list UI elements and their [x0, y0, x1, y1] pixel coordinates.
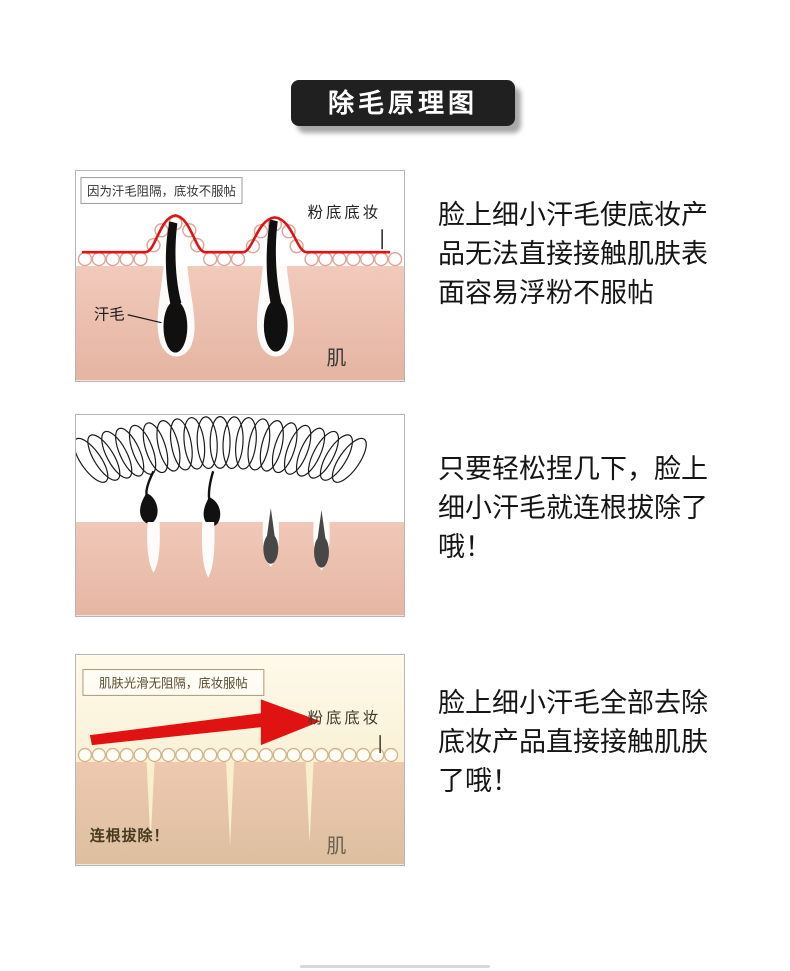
page-bottom-divider	[300, 965, 490, 968]
panel-3-illustration: 肌肤光滑无阻隔，底妆服帖 粉底底妆 连根拔除！ 肌	[76, 655, 404, 865]
title-badge: 除毛原理图	[291, 80, 515, 126]
caption-2: 只要轻松捏几下，脸上细小汗毛就连根拔除了哦！	[438, 454, 708, 562]
foundation-label: 粉底底妆	[308, 203, 382, 221]
note-text: 因为汗毛阻隔，底妆不服帖	[87, 183, 236, 198]
hairs	[163, 219, 288, 353]
remaining-hairs	[262, 508, 330, 571]
skin-layer	[76, 761, 404, 865]
page-title: 除毛原理图	[327, 88, 478, 118]
foundation-particles	[77, 747, 399, 763]
smooth-application-red-arrow	[89, 699, 321, 746]
hair-pointer-line	[127, 314, 162, 324]
removed-label: 连根拔除！	[90, 827, 169, 845]
epilator-coil	[76, 416, 367, 483]
panel-2-illustration	[76, 415, 404, 616]
foundation-label: 粉底底妆	[308, 709, 382, 727]
note-box	[82, 669, 265, 696]
uneven-foundation-red-line	[81, 214, 391, 254]
panel-smooth-skin: 肌肤光滑无阻隔，底妆服帖 粉底底妆 连根拔除！ 肌	[75, 654, 405, 866]
empty-follicles	[147, 521, 215, 578]
note-box	[80, 177, 243, 204]
caption-3: 脸上细小汗毛全部去除底妆产品直接接触肌肤了哦！	[438, 688, 708, 796]
skin-layer	[76, 521, 404, 616]
pulled-hairs	[140, 470, 221, 527]
panel-coil-removal	[75, 414, 405, 617]
caption-1: 脸上细小汗毛使底妆产品无法直接接触肌肤表面容易浮粉不服帖	[438, 200, 708, 308]
skin-label: 肌	[326, 347, 346, 369]
skin-layer	[76, 266, 404, 381]
panel-hair-blocks-foundation: 因为汗毛阻隔，底妆不服帖 粉底底妆 汗毛 肌	[75, 170, 405, 382]
hair-label: 汗毛	[94, 306, 125, 324]
skin-label: 肌	[326, 835, 346, 857]
note-text: 肌肤光滑无阻隔，底妆服帖	[99, 675, 248, 690]
panel-1-illustration: 因为汗毛阻隔，底妆不服帖 粉底底妆 汗毛 肌	[76, 171, 404, 381]
closed-follicles	[146, 761, 314, 847]
